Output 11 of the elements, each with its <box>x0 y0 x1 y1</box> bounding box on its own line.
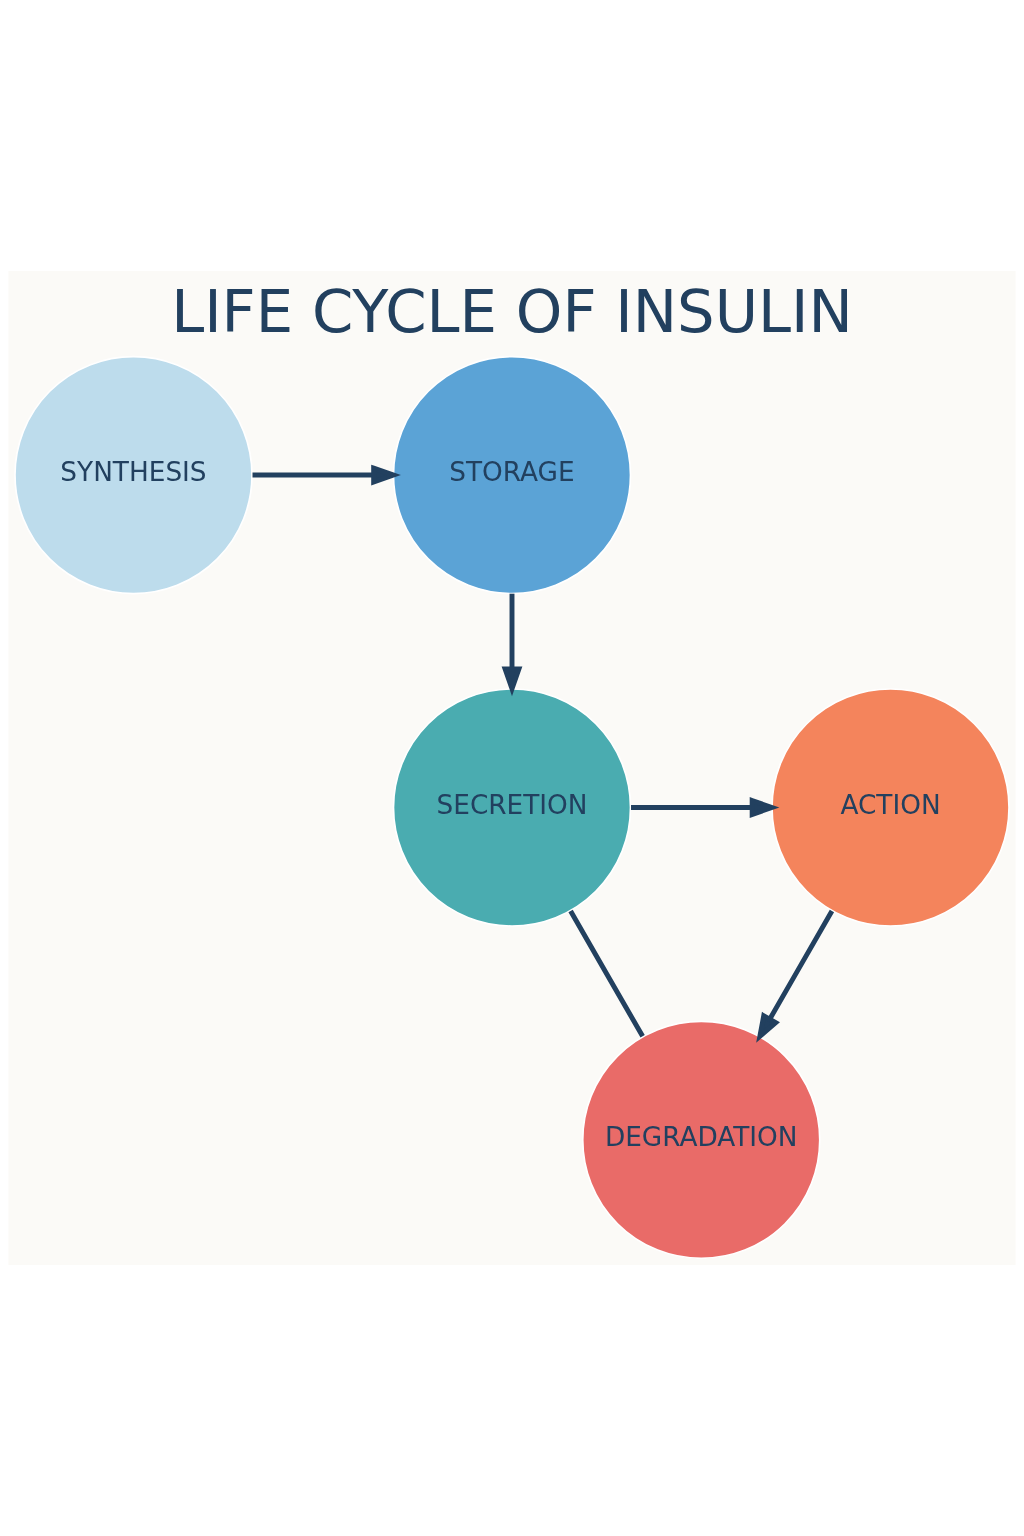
node-circle: SECRETION <box>392 688 632 927</box>
arrow <box>756 909 835 1043</box>
arrow <box>501 593 523 697</box>
node-circle: SYNTHESIS <box>14 355 253 595</box>
node-circle: DEGRADATION <box>581 1020 821 1260</box>
arrow <box>631 797 780 818</box>
diagram-title: LIFE CYCLE OF INSULIN <box>171 276 853 346</box>
connector <box>568 909 645 1038</box>
arrow <box>252 464 401 486</box>
node-circle: STORAGE <box>392 355 632 595</box>
node-circle: ACTION <box>771 688 1010 927</box>
